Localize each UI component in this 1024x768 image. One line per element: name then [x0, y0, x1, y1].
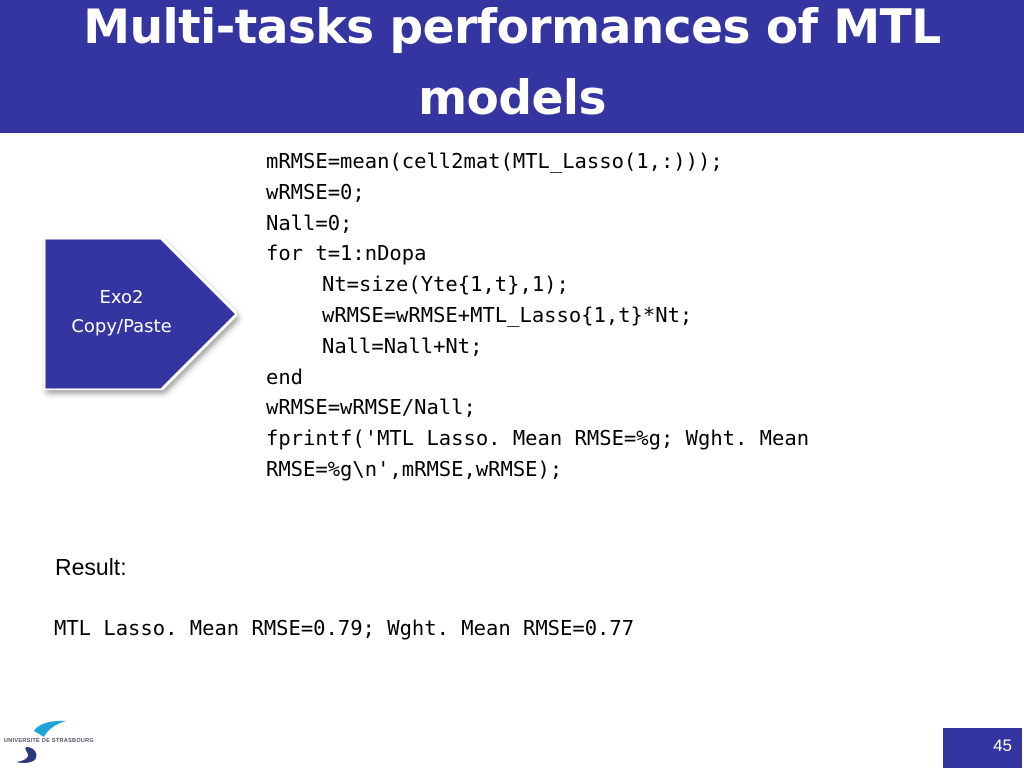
code-line: fprintf('MTL Lasso. Mean RMSE=%g; Wght. … [266, 426, 810, 451]
exo-badge-line-1: Exo2 [99, 287, 144, 308]
result-label: Result: [55, 554, 127, 580]
result-output: MTL Lasso. Mean RMSE=0.79; Wght. Mean RM… [54, 616, 635, 640]
title-bar: Multi-tasks performances of MTL models [0, 0, 1024, 133]
code-line: Nt=size(Yte{1,t},1); [322, 272, 569, 297]
code-line: mRMSE=mean(cell2mat(MTL_Lasso(1,:))); [266, 149, 723, 173]
slide-title-line-1: Multi-tasks performances of MTL [83, 0, 941, 55]
exo-badge-label: Exo2 Copy/Paste [44, 283, 199, 341]
code-line: wRMSE=0; [266, 179, 365, 204]
code-line: wRMSE=wRMSE/Nall; [266, 395, 476, 420]
slide-number: 45 [993, 736, 1012, 755]
university-logo-text: UNIVERSITÉ DE STRASBOURG [4, 738, 95, 744]
code-line: RMSE=%g\n',mRMSE,wRMSE); [266, 456, 563, 481]
exo-badge: Exo2 Copy/Paste [44, 238, 237, 390]
exo-badge-line-2: Copy/Paste [71, 316, 172, 337]
code-line: Nall=Nall+Nt; [322, 333, 483, 358]
code-line: wRMSE=wRMSE+MTL_Lasso{1,t}*Nt; [322, 302, 693, 327]
university-logo-icon [16, 720, 66, 763]
code-line: end [266, 364, 304, 389]
slide-number-box: 45 [943, 728, 1022, 768]
code-line: for t=1:nDopa [266, 241, 427, 266]
code-line: Nall=0; [266, 210, 353, 235]
university-logo: UNIVERSITÉ DE STRASBOURG [4, 717, 100, 765]
pentagon-arrow-icon [44, 238, 237, 390]
slide-title-line-2: models [418, 71, 606, 126]
slide-title: Multi-tasks performances of MTL models [0, 0, 1024, 134]
code-block: mRMSE=mean(cell2mat(MTL_Lasso(1,:))); wRM… [266, 146, 809, 485]
